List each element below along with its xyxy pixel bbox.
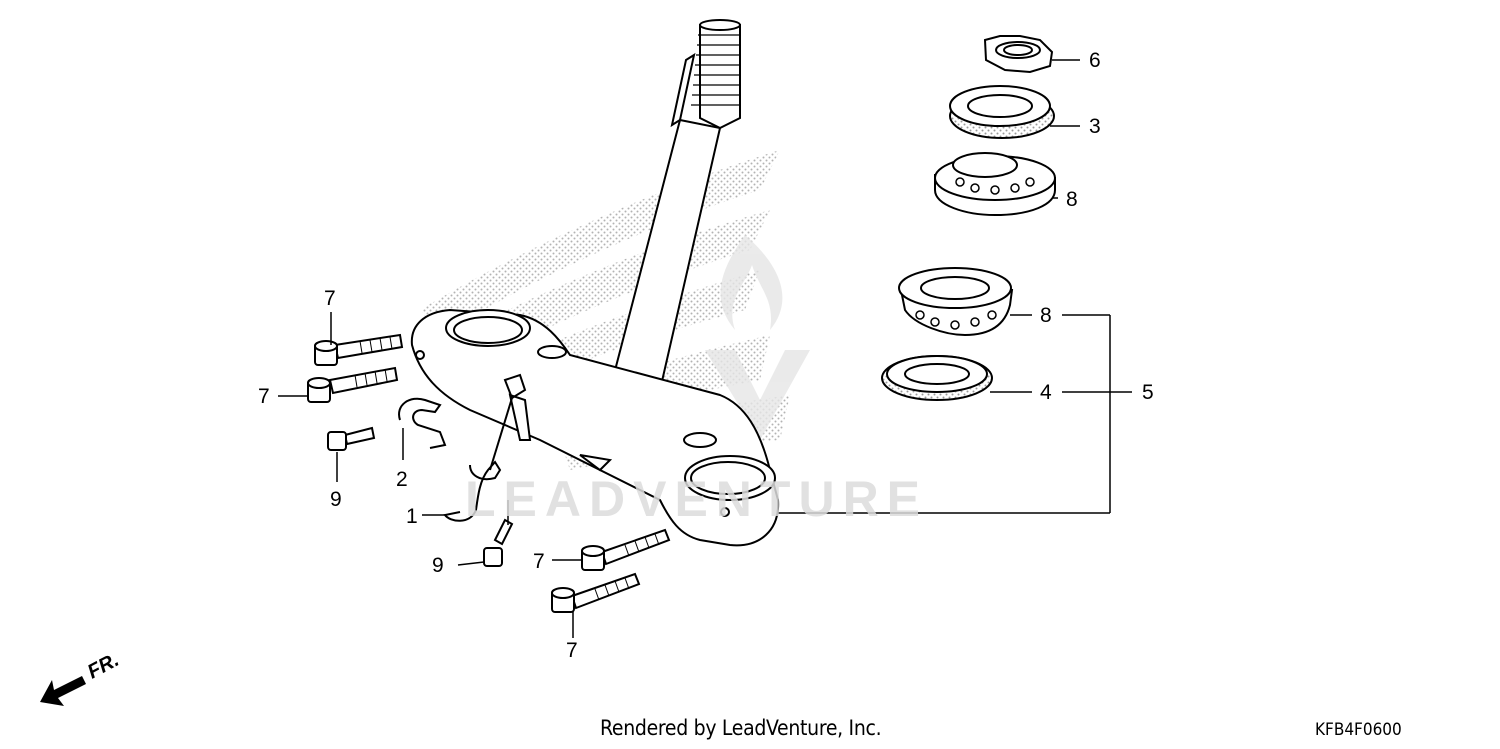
flange-bolt-7-a	[314, 333, 404, 366]
diagram-code: KFB4F0600	[1315, 720, 1402, 740]
flange-bolt-9-a	[327, 426, 376, 451]
hose-guide-1	[443, 373, 527, 522]
bearing-8-lower	[898, 267, 1014, 337]
bearing-8-upper	[934, 152, 1056, 217]
flange-bolt-7-b	[307, 366, 399, 403]
callout-5: 5	[1142, 381, 1154, 404]
callout-6: 6	[1089, 49, 1101, 72]
leader-lines	[278, 59, 1132, 638]
callout-7-bottom: 7	[566, 639, 578, 662]
callout-7-top: 7	[324, 287, 336, 310]
callout-9-left: 9	[330, 488, 342, 511]
steering-stem-bottom-bridge	[410, 308, 780, 547]
callout-1: 1	[406, 505, 418, 528]
callout-8-lower: 8	[1040, 304, 1052, 327]
flange-bolt-7-c	[581, 528, 671, 571]
brake-hose-bracket-2	[398, 397, 447, 449]
flange-bolt-9-b	[483, 518, 514, 567]
front-direction-arrow-icon	[40, 676, 86, 706]
lock-nut-6	[983, 35, 1054, 74]
dust-seal-4	[881, 355, 993, 401]
callout-9-bottom: 9	[432, 554, 444, 577]
flange-bolt-7-d	[551, 572, 641, 613]
render-credit: Rendered by LeadVenture, Inc.	[600, 716, 882, 740]
callout-2: 2	[396, 468, 408, 491]
callout-4: 4	[1040, 381, 1052, 404]
callout-8-upper: 8	[1066, 188, 1078, 211]
callout-7-left: 7	[258, 385, 270, 408]
dust-seal-3	[949, 85, 1055, 139]
callout-3: 3	[1089, 115, 1101, 138]
leadventure-logo-watermark	[705, 235, 810, 440]
callout-7-bottom-left: 7	[533, 550, 545, 573]
